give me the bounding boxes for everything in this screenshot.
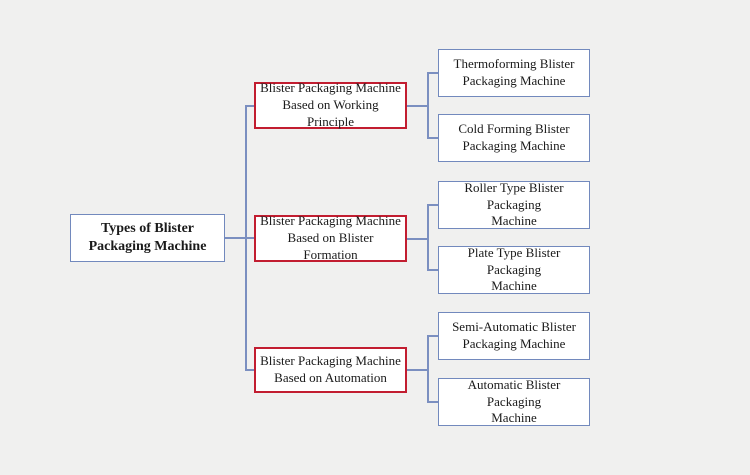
leaf-node-plate-type: Plate Type Blister Packaging Machine (438, 245, 590, 294)
connector-branch3-bracket (427, 335, 429, 403)
connector-branch2-stub (407, 238, 428, 240)
connector-branch2-to-leaf1 (427, 204, 438, 206)
connector-branch1-stub (407, 105, 428, 107)
connector-spine (245, 105, 247, 371)
connector-branch1-to-leaf2 (427, 137, 438, 139)
connector-spine-to-branch-1 (245, 105, 254, 107)
root-node-types-of-blister-packaging-machine: Types of Blister Packaging Machine (70, 214, 225, 262)
leaf-node-automatic: Automatic Blister Packaging Machine (438, 377, 590, 426)
connector-branch1-to-leaf1 (427, 72, 438, 74)
connector-branch2-bracket (427, 204, 429, 271)
leaf-node-thermoforming: Thermoforming Blister Packaging Machine (438, 49, 590, 97)
branch-node-automation: Blister Packaging Machine Based on Autom… (254, 347, 407, 393)
connector-branch3-to-leaf1 (427, 335, 438, 337)
connector-spine-to-branch-3 (245, 369, 254, 371)
branch-node-working-principle: Blister Packaging Machine Based on Worki… (254, 80, 407, 129)
connector-branch3-stub (407, 369, 428, 371)
connector-root-to-spine (225, 237, 254, 239)
branch-node-blister-formation: Blister Packaging Machine Based on Blist… (254, 213, 407, 262)
leaf-node-roller-type: Roller Type Blister Packaging Machine (438, 180, 590, 229)
leaf-node-cold-forming: Cold Forming Blister Packaging Machine (438, 114, 590, 162)
leaf-node-semi-automatic: Semi-Automatic Blister Packaging Machine (438, 312, 590, 360)
connector-branch3-to-leaf2 (427, 401, 438, 403)
connector-branch2-to-leaf2 (427, 269, 438, 271)
connector-branch1-bracket (427, 72, 429, 139)
